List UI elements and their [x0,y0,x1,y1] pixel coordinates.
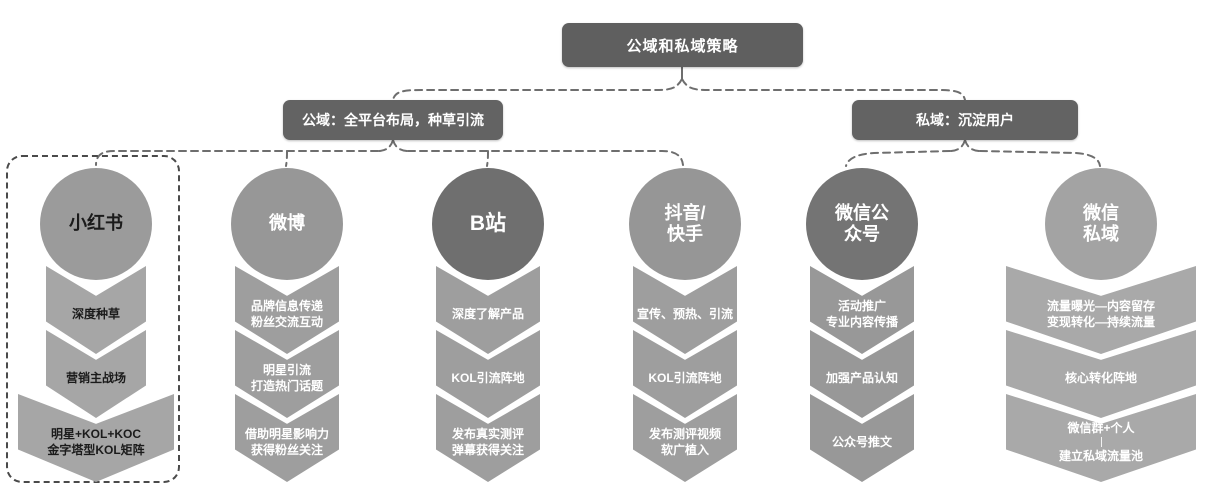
platform-column-xiaohongshu: 小红书深度种草营销主战场明星+KOL+KOC 金字塔型KOL矩阵 [1,160,191,490]
root-branch-connectors [392,66,966,101]
divider-line [1100,437,1102,447]
platform-circle-wechat-official: 微信公众号 [806,168,918,280]
platform-circle-douyin-kuaishou: 抖音/快手 [629,168,741,280]
platform-title-line: 微博 [269,213,305,234]
platform-title-line: B站 [469,211,507,235]
strategy-step-label: 发布真实测评 [451,426,524,441]
platform-title-line: 微信 [1083,202,1119,223]
strategy-step-label: 活动推广 [837,298,886,313]
strategy-step-label: 公众号推文 [831,434,892,449]
strategy-step-label: 发布测评视频 [648,426,721,441]
branch-public-node: 公域：全平台布局，种草引流 [283,100,503,140]
strategy-step-label: 建立私域流量池 [1058,449,1143,463]
strategy-step-label: 获得粉丝关注 [250,443,323,457]
branch-public-label: 公域：全平台布局，种草引流 [302,112,484,128]
branch-private-node: 私域：沉淀用户 [852,100,1078,140]
platform-title-line: 小红书 [69,213,123,234]
platform-title-line: 微信公 [835,202,889,223]
strategy-step-label: 明星引流 [262,362,311,377]
strategy-step-label: 借助明星影响力 [244,426,329,441]
strategy-step-label: 弹幕获得关注 [451,443,524,457]
strategy-step-label: 软广植入 [660,443,709,457]
highlight-frame [6,155,180,483]
strategy-step-label: 金字塔型KOL矩阵 [47,443,145,457]
platform-title-line: 快手 [667,224,703,244]
public-fan-connectors [95,139,684,167]
private-fan-connectors [845,139,1101,167]
strategy-step-label: 深度种草 [71,306,120,321]
strategy-step-label: 变现转化—持续流量 [1046,315,1155,329]
platform-column-bilibili: B站深度了解产品 KOL引流阵地发布真实测评弹幕获得关注 [393,160,583,490]
platform-title-line: 抖音/ [664,202,706,223]
platform-circle-bilibili: B站 [432,168,544,280]
platform-circle-weibo: 微博 [231,168,343,280]
strategy-step-label: 加强产品认知 [825,370,898,385]
platform-column-weibo: 微博品牌信息传递粉丝交流互动明星引流打造热门话题借助明星影响力获得粉丝关注 [192,160,382,490]
platform-title-line: 私域 [1083,224,1119,244]
strategy-step-label: KOL引流阵地 [648,370,722,385]
strategy-step-label: 流量曝光—内容留存 [1046,298,1155,313]
platform-circle-wechat-private: 微信私域 [1045,168,1157,280]
platform-column-wechat-private: 微信私域流量曝光—内容留存变现转化—持续流量核心转化阵地微信群+个人建立私域流量… [1006,160,1196,490]
strategy-step-label: 微信群+个人 [1067,420,1135,435]
strategy-step-label: 打造热门话题 [250,379,323,393]
strategy-step-label: 营销主战场 [65,370,126,385]
branch-private-label: 私域：沉淀用户 [916,112,1014,128]
strategy-step-label: 宣传、预热、引流 [636,306,733,321]
strategy-step-label: 专业内容传播 [825,315,898,329]
platform-circle-xiaohongshu: 小红书 [40,168,152,280]
strategy-step-label: 明星+KOL+KOC [50,426,141,441]
strategy-step-label: 深度了解产品 [451,306,524,321]
platform-title-line: 众号 [844,224,880,244]
strategy-step-label: KOL引流阵地 [451,370,525,385]
strategy-step-label: 粉丝交流互动 [250,315,323,329]
platform-column-douyin-kuaishou: 抖音/快手宣传、预热、引流 KOL引流阵地发布测评视频软广植入 [590,160,780,490]
strategy-step-label: 核心转化阵地 [1064,370,1137,385]
platform-column-wechat-official: 微信公众号活动推广专业内容传播加强产品认知公众号推文 [767,160,957,490]
root-label: 公域和私域策略 [626,37,739,55]
root-node: 公域和私域策略 [562,23,803,67]
strategy-step-label: 品牌信息传递 [250,298,323,313]
